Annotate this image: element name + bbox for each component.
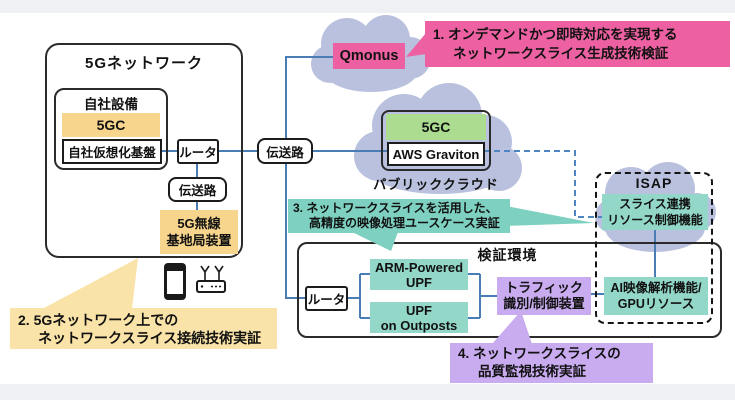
smartphone-icon	[164, 263, 186, 300]
traffic-control-box: トラフィック 識別/制御装置	[497, 277, 591, 315]
isap-title: ISAP	[635, 175, 673, 191]
public-cloud-caption: パブリッククラウド	[373, 177, 499, 192]
network5g-title: 5Gネットワーク	[84, 55, 203, 72]
callout-4: 4. ネットワークスライスの 品質監視技術実証	[450, 343, 653, 383]
slice-control-box: スライス連携 リソース制御機能	[602, 194, 708, 230]
router-box-verification: ルータ	[305, 286, 348, 311]
transmission-box-main: 伝送路	[257, 138, 313, 164]
router-box-top: ルータ	[177, 139, 219, 164]
ai-analysis-box: AI映像解析機能/ GPUリソース	[604, 277, 708, 315]
cloud-5gc-box: 5GC	[386, 114, 486, 140]
callout2-pointer	[42, 258, 138, 309]
aws-graviton-box: AWS Graviton	[387, 142, 485, 166]
callout-3: 3. ネットワークスライスを活用した、 高精度の映像処理ユースケース実証	[288, 199, 510, 233]
own-5gc-box: 5GC	[62, 113, 160, 137]
own-equipment-frame	[54, 88, 168, 170]
transmission-box-local: 伝送路	[168, 177, 227, 202]
own-equipment-title: 自社設備	[84, 97, 138, 112]
base-station-box: 5G無線 基地局装置	[160, 210, 238, 254]
callout1-pointer	[406, 33, 426, 57]
qmonus-label: Qmonus	[333, 43, 405, 69]
wifi-router-icon	[196, 265, 226, 293]
upf-arm-box: ARM-Powered UPF	[370, 259, 468, 290]
top-gray-strip	[0, 0, 735, 13]
callout3-pointer-right	[506, 206, 594, 226]
verification-title: 検証環境	[477, 247, 538, 263]
callout-2: 2. 5Gネットワーク上での ネットワークスライス接続技術実証	[10, 308, 277, 349]
upf-outposts-box: UPF on Outposts	[370, 302, 468, 333]
callout-1: 1. オンデマンドかつ即時対応を実現する ネットワークスライス生成技術検証	[425, 21, 730, 67]
bottom-gray-strip	[0, 384, 735, 400]
own-virtualization-box: 自社仮想化基盤	[62, 139, 162, 164]
